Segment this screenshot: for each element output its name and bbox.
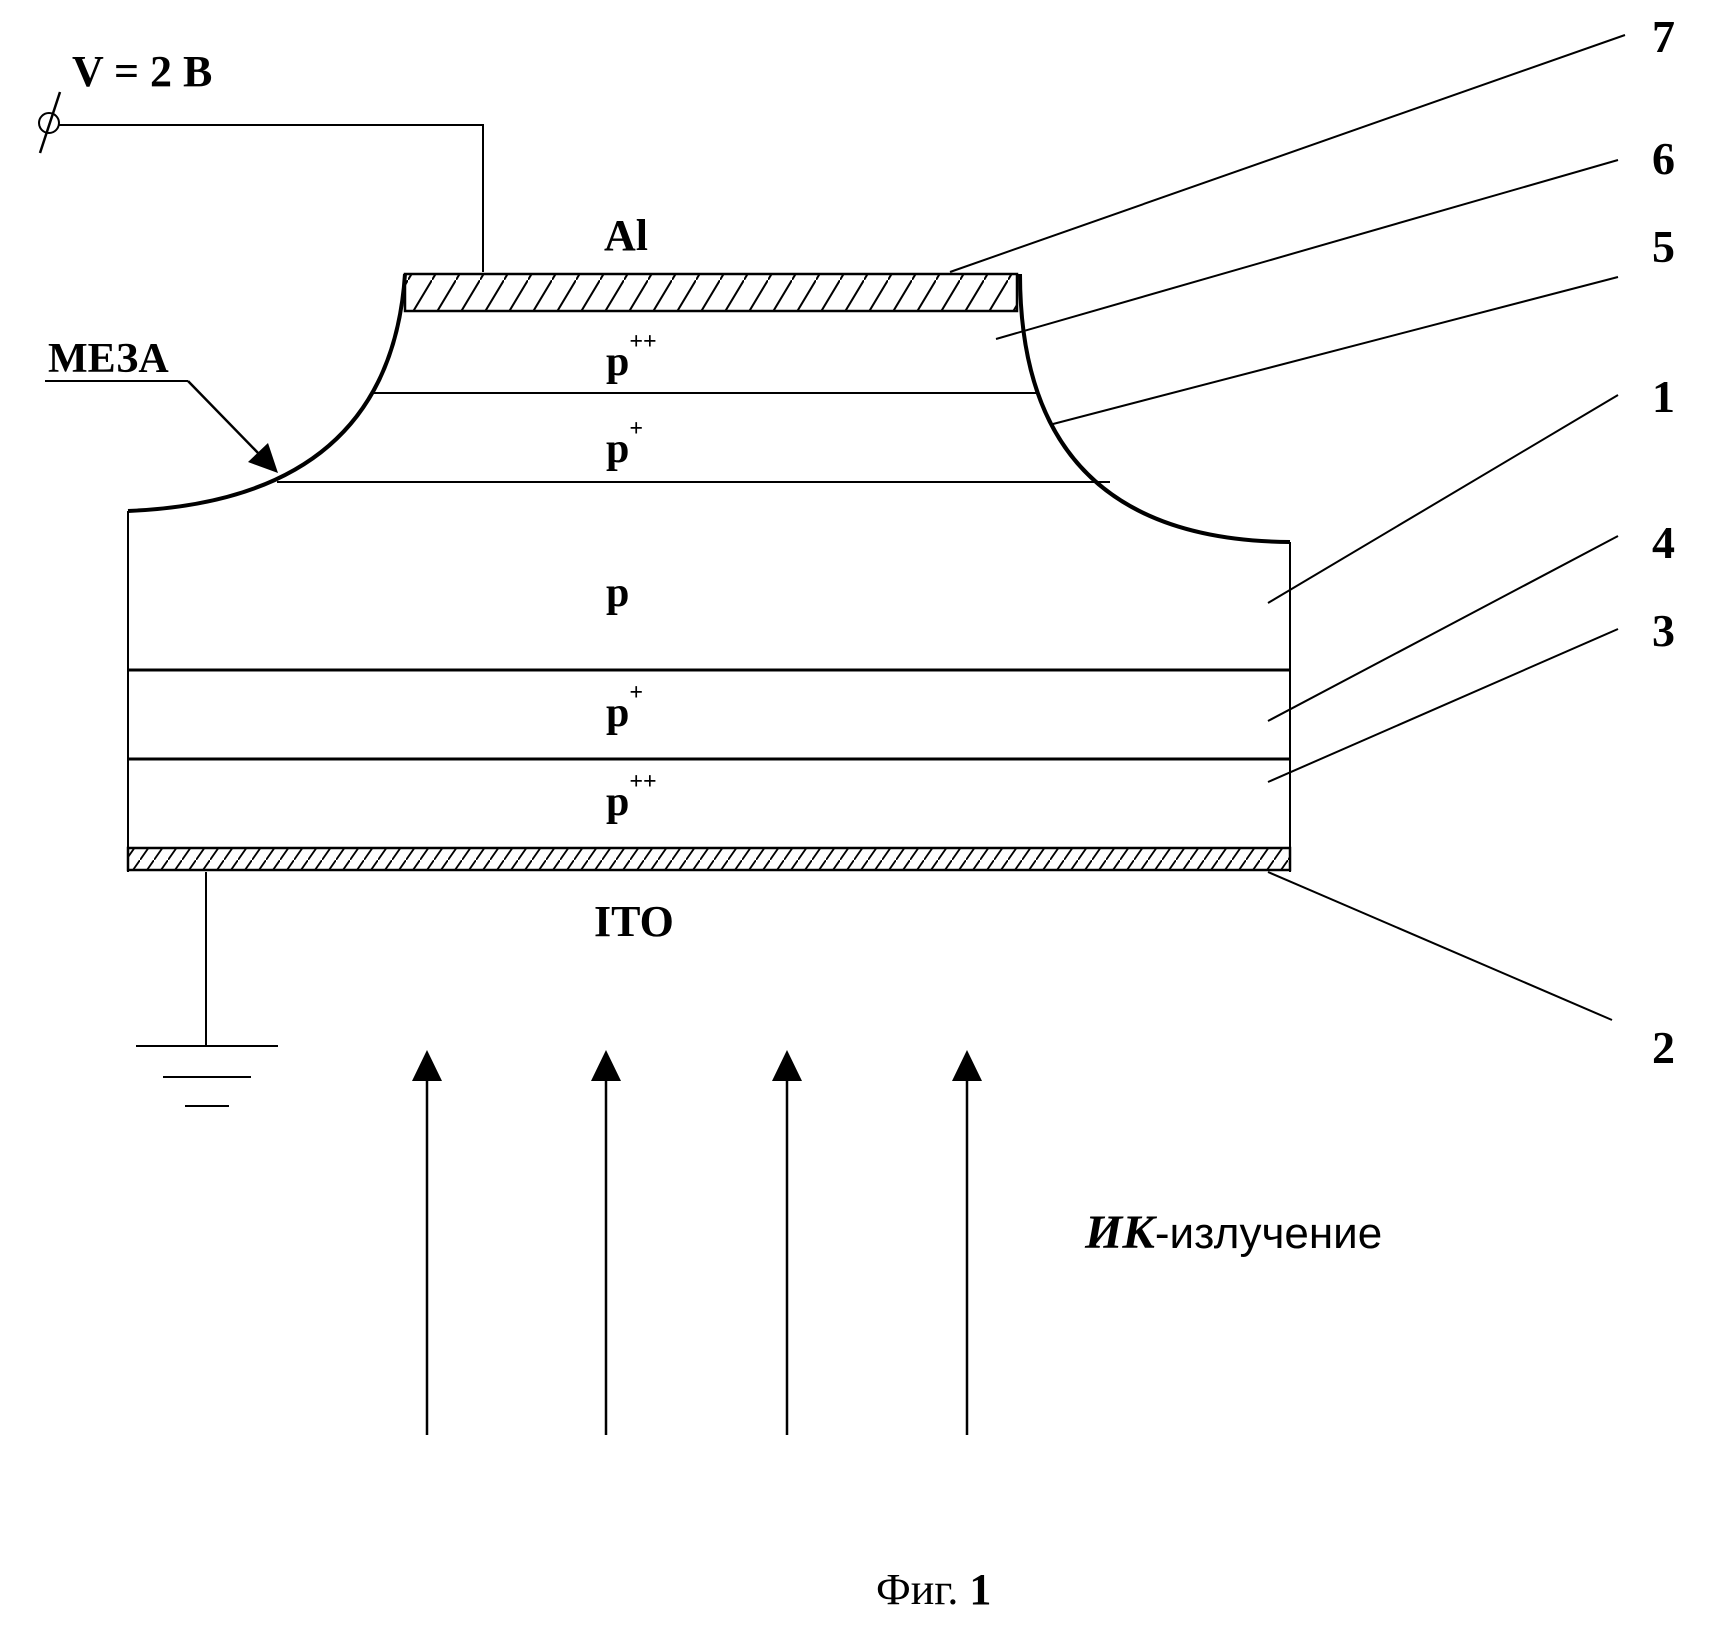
leader-4	[1268, 536, 1618, 721]
layer-sup: ++	[629, 769, 656, 795]
layer-sup: +	[629, 416, 643, 442]
voltage-lead-wire	[59, 125, 483, 272]
callout-6: 6	[1652, 133, 1675, 184]
leader-6	[996, 160, 1618, 339]
ir-arrows	[412, 1050, 982, 1435]
ir-label-emphasis: ИК	[1084, 1206, 1157, 1259]
leader-2	[1268, 872, 1612, 1020]
callout-1: 1	[1652, 371, 1675, 422]
layer-sup: ++	[629, 329, 656, 355]
layer-label-bottom-p-plus: p+	[606, 680, 643, 736]
ir-arrow-4-head	[952, 1050, 982, 1081]
callout-7: 7	[1652, 11, 1675, 62]
mesa-arrow-shaft	[188, 381, 260, 455]
layer-base: p	[606, 779, 629, 825]
ground-symbol	[136, 872, 278, 1106]
callout-2: 2	[1652, 1022, 1675, 1073]
mesa-label: МЕЗА	[48, 336, 169, 382]
ir-radiation-label: ИК-излучение	[1084, 1206, 1382, 1259]
figure-caption: Фиг. 1	[876, 1565, 991, 1614]
ir-arrow-2-head	[591, 1050, 621, 1081]
voltage-terminal	[39, 92, 483, 272]
ir-arrow-1-head	[412, 1050, 442, 1081]
callout-4: 4	[1652, 517, 1675, 568]
layer-label-bottom-p-plus-plus: p++	[606, 769, 657, 825]
top-contact-al	[405, 274, 1017, 311]
ir-arrow-3-head	[772, 1050, 802, 1081]
layer-label-top-p-plus-plus: p++	[606, 329, 657, 385]
bottom-contact-ito	[128, 848, 1290, 870]
bottom-contact-label: ITO	[594, 897, 674, 946]
terminal-slash	[40, 92, 60, 153]
callout-5: 5	[1652, 221, 1675, 272]
ir-label-rest: -излучение	[1155, 1209, 1382, 1258]
top-contact-label: Al	[604, 211, 648, 260]
leader-3	[1268, 629, 1618, 782]
leader-1	[1268, 395, 1618, 603]
layer-label-top-p-plus: p+	[606, 416, 643, 472]
layer-label-p: p	[606, 570, 629, 616]
layer-base: p	[606, 690, 629, 736]
caption-prefix: Фиг.	[876, 1565, 958, 1614]
caption-number: 1	[969, 1565, 991, 1614]
callout-leaders	[950, 35, 1625, 1020]
layer-sup: +	[629, 680, 643, 706]
caption-space	[958, 1565, 969, 1614]
leader-7	[950, 35, 1625, 272]
layer-base: p	[606, 339, 629, 385]
layer-base: p	[606, 426, 629, 472]
voltage-label: V = 2 B	[72, 47, 212, 96]
callout-3: 3	[1652, 605, 1675, 656]
